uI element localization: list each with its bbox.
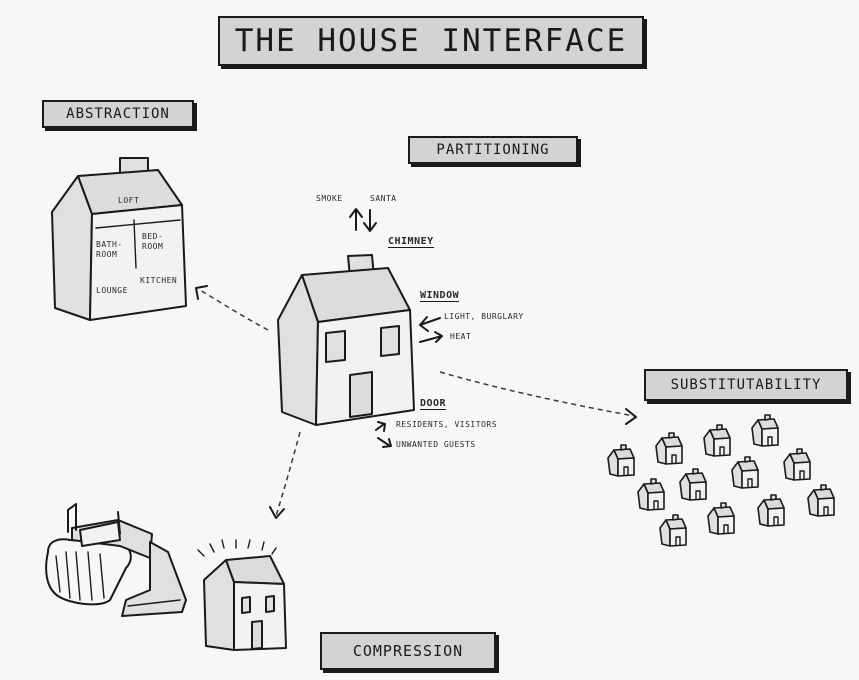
bulldozer-exhaust [67,503,77,533]
chimney-flow-smoke: SMOKE [316,194,343,203]
bulldozer-blade [121,541,187,617]
abstraction-house-front [89,204,187,321]
loft-floor-line [95,219,181,229]
substitute-house [751,414,779,447]
room-bathroom: BATH-ROOM [96,240,123,259]
door-flow-unwanted-guests: UNWANTED GUESTS [396,440,476,449]
relation-arrows [195,285,637,519]
santa-arrow [363,209,377,232]
substitute-house [637,478,665,511]
substitute-house [807,484,835,517]
central-window-right [380,325,400,357]
central-door [349,371,373,418]
compression-scene [45,503,287,651]
small-house-roof [225,555,285,585]
substitutability-grid [607,414,835,547]
window-label: WINDOW [420,290,460,302]
substitute-house [731,456,759,489]
section-compression: COMPRESSION [320,632,496,670]
window-flow-light-burglary: LIGHT, BURGLARY [444,312,524,321]
chimney-flow-santa: SANTA [370,194,397,203]
central-window-left [325,330,346,363]
heat-arrow [419,331,443,343]
room-loft: LOFT [118,196,140,205]
bulldozer-tracks [45,538,132,606]
room-lounge: LOUNGE [96,286,128,295]
substitute-house [703,424,731,457]
chimney-label: CHIMNEY [388,236,434,248]
small-house-window-left [241,596,251,614]
residents-arrow [375,421,386,432]
small-house-door [251,620,263,650]
room-divider [133,219,137,269]
substitute-house [757,494,785,527]
substitute-house [707,502,735,535]
section-substitutability: SUBSTITUTABILITY [644,369,848,401]
page-title: THE HOUSE INTERFACE [218,16,644,66]
bulldozer-side-panel [79,521,121,547]
arrowhead-abstraction [195,285,208,300]
arrow-to-abstraction [199,289,269,331]
section-abstraction: ABSTRACTION [42,100,194,128]
bulldozer-seat [117,511,121,535]
smoke-arrow [349,208,363,231]
arrow-to-compression [275,431,301,517]
window-flow-heat: HEAT [450,332,472,341]
compression-motion-marks [197,539,277,557]
room-kitchen: KITCHEN [140,276,178,285]
room-bedroom: BED-ROOM [142,232,164,251]
substitute-house [783,448,811,481]
small-house-gable [203,559,235,651]
arrowhead-compression [269,506,285,519]
bulldozer-track-treads [55,551,105,601]
abstraction-house [51,157,187,321]
arrow-to-substitutability [439,371,635,417]
section-partitioning: PARTITIONING [408,136,578,164]
door-label: DOOR [420,398,447,410]
arrowhead-substitutability [625,408,637,425]
blade-edge [127,599,181,607]
substitute-house [659,514,687,547]
substitute-house [655,432,683,465]
substitute-house [607,444,635,477]
substitute-house [679,468,707,501]
central-house [277,208,443,448]
unwanted-guests-arrow [377,437,392,448]
small-house-window-right [265,595,275,613]
door-flow-residents-visitors: RESIDENTS, VISITORS [396,420,498,429]
light-burglary-arrow [419,316,441,332]
